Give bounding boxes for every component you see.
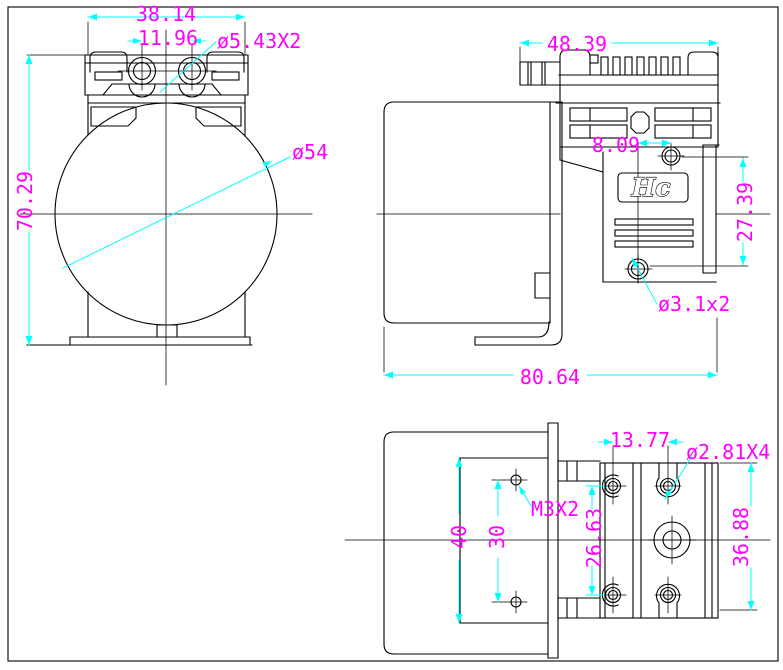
dim-side-head-width: 48.39 <box>547 32 607 56</box>
side-view-geometry: Hc <box>376 46 771 373</box>
dim-side-screw-spacing: 27.39 <box>733 182 757 242</box>
dim-side-total-length: 80.64 <box>520 365 580 389</box>
motor-can-bottom <box>383 431 549 655</box>
front-view: 38.14 11.96 ø5.43X2 ø54 70.29 <box>13 2 328 386</box>
drawing-border <box>7 6 779 662</box>
dim-bottom-bracket-width: 40 <box>447 525 471 549</box>
side-view: Hc 48.39 8.09 27.39 ø3.1x2 80.64 <box>376 32 771 389</box>
front-view-dimensions: 38.14 11.96 ø5.43X2 ø54 70.29 <box>13 2 328 346</box>
motor-can <box>383 101 551 324</box>
dim-bottom-hole-spacing-y: 26.63 <box>582 508 606 568</box>
dim-bottom-mount-thread: M3X2 <box>531 497 579 521</box>
dim-bottom-mount-spacing: 30 <box>485 525 509 549</box>
dim-bottom-hole-spacing-x: 13.77 <box>610 428 670 452</box>
dim-front-port-holes: ø5.43X2 <box>217 29 301 53</box>
dim-side-screw-holes: ø3.1x2 <box>658 292 730 316</box>
brand-logo: Hc <box>631 173 671 202</box>
front-view-geometry <box>19 21 313 386</box>
dim-front-port-spacing: 11.96 <box>138 26 198 50</box>
dim-side-screw-offset: 8.09 <box>592 133 640 157</box>
side-view-dimensions: 48.39 8.09 27.39 ø3.1x2 80.64 <box>383 32 757 389</box>
dim-bottom-head-width: 36.88 <box>729 507 753 567</box>
dim-front-height: 70.29 <box>13 171 37 231</box>
bottom-view: 13.77 ø2.81X4 M3X2 40 30 26.63 36.88 <box>344 422 771 659</box>
logo-plate <box>617 172 689 203</box>
dim-bottom-head-holes: ø2.81X4 <box>686 440 770 464</box>
dim-front-motor-dia: ø54 <box>292 140 328 164</box>
dim-front-width: 38.14 <box>136 2 196 26</box>
bottom-view-dimensions: 13.77 ø2.81X4 M3X2 40 30 26.63 36.88 <box>447 428 770 624</box>
